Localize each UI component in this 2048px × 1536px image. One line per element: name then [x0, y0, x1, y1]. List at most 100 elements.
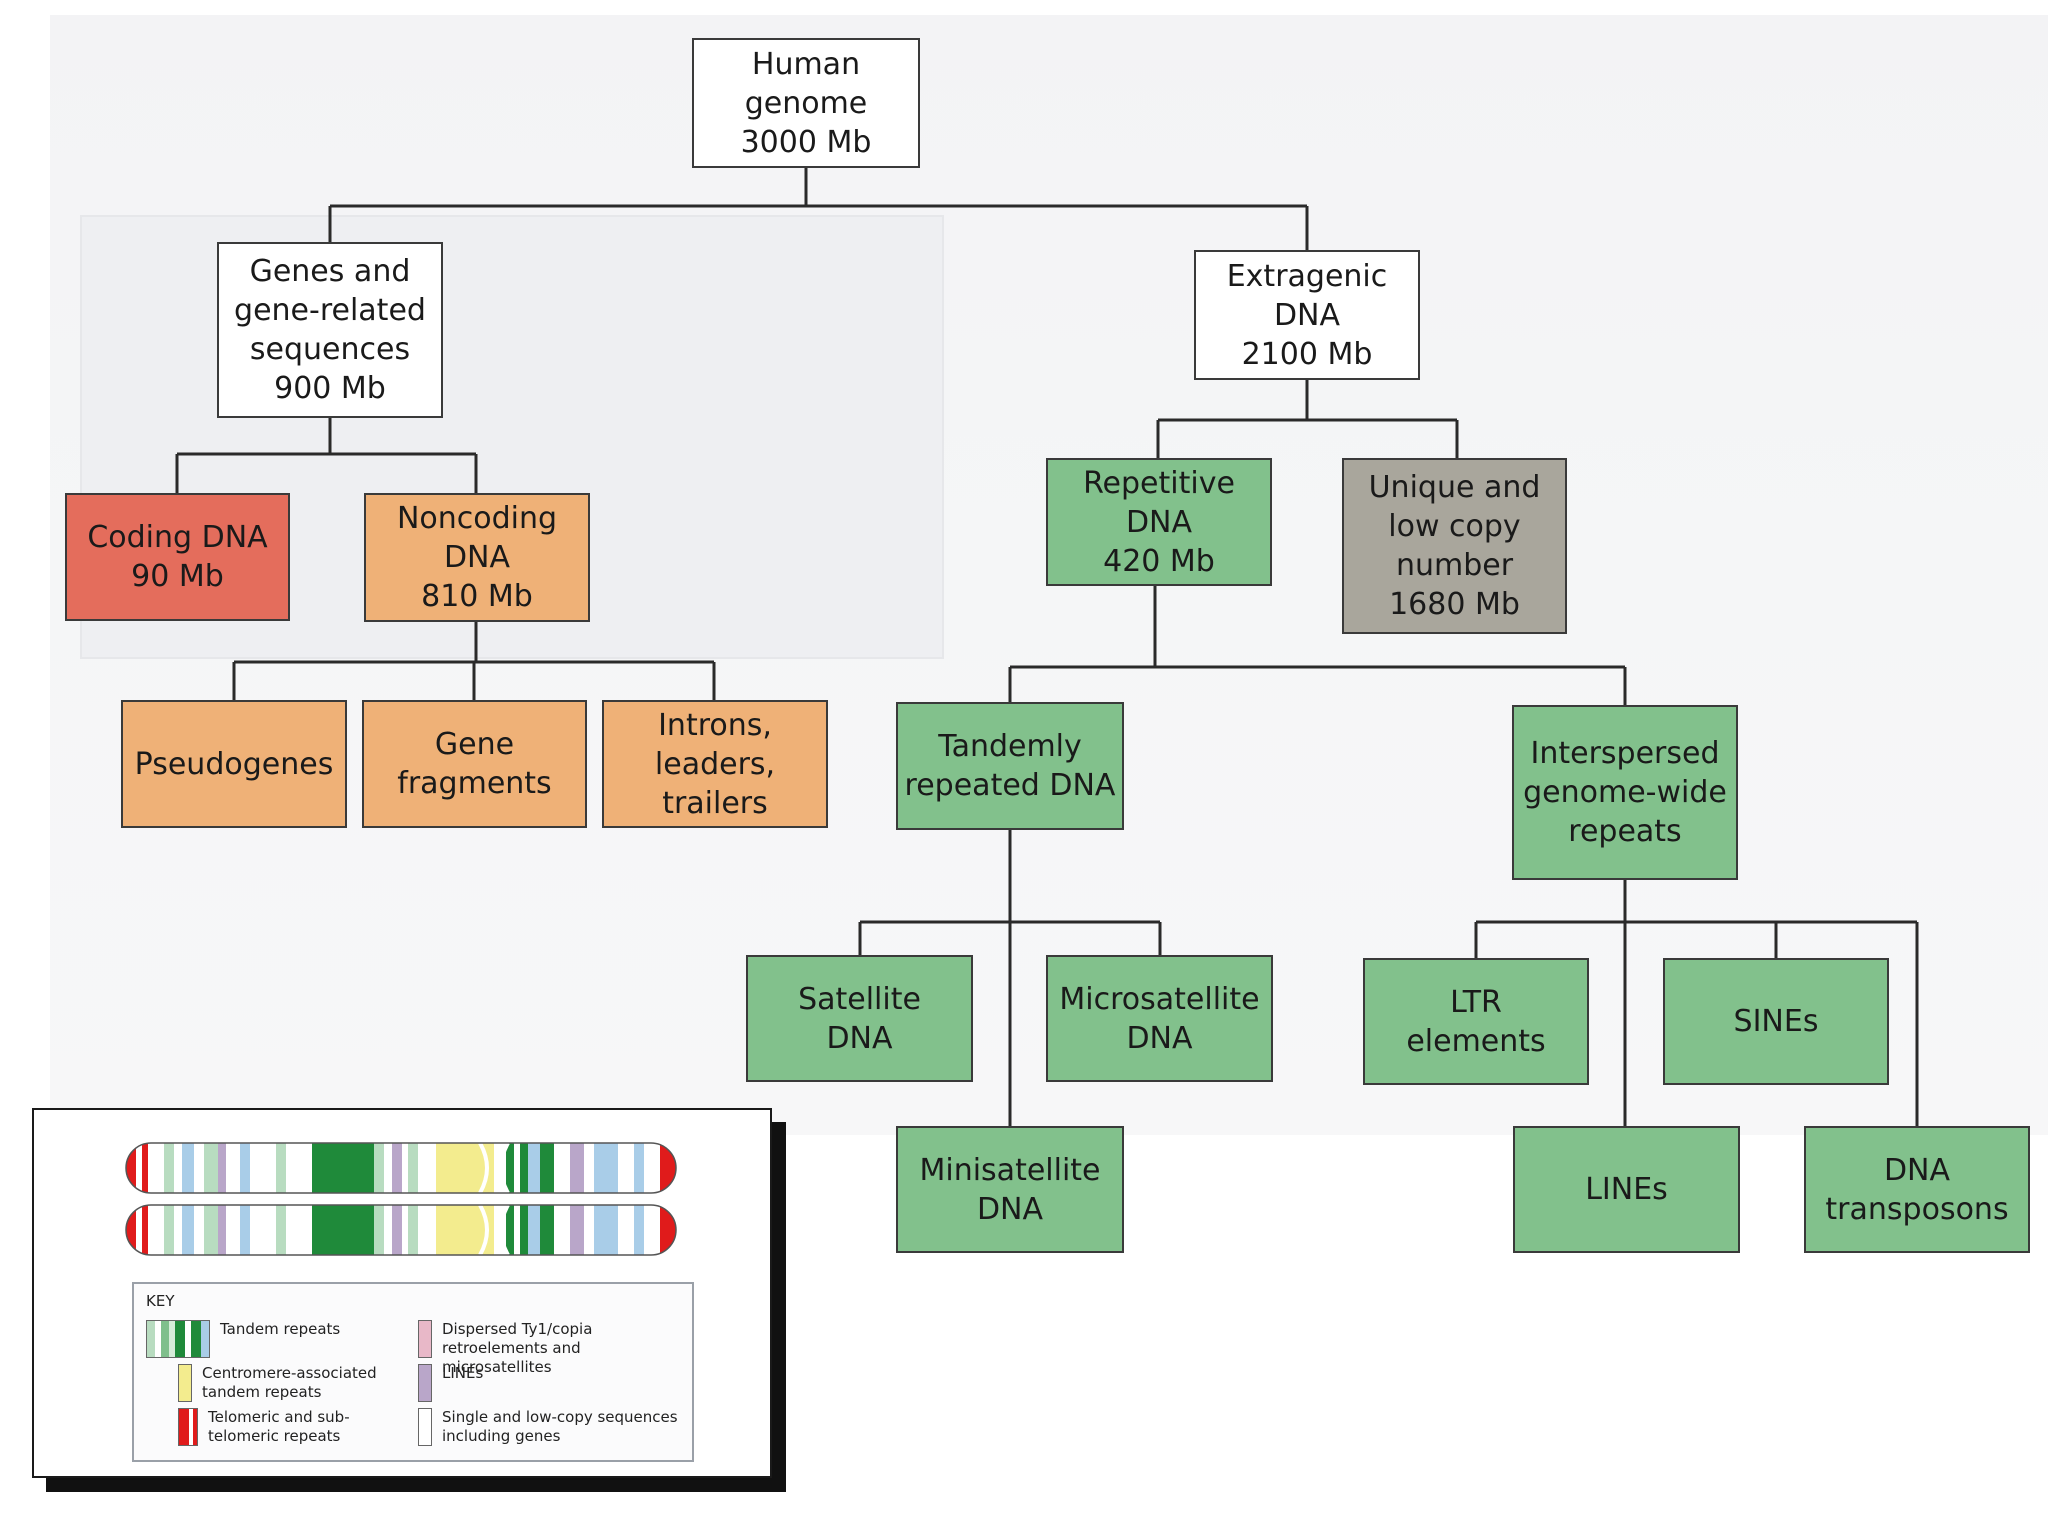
chromosome-band: [240, 1205, 250, 1255]
node-interspersed-repeats: Interspersed genome-wide repeats: [1512, 705, 1738, 880]
chromosome-band: [644, 1143, 660, 1193]
node-label: Unique and low copy number 1680 Mb: [1368, 470, 1541, 622]
chromosome-band: [594, 1143, 618, 1193]
connector-noncoding: [232, 622, 716, 700]
connector-tandem: [858, 830, 1162, 1126]
chromosome-band: [408, 1205, 418, 1255]
connector-repetitive: [1008, 586, 1627, 705]
node-label: Repetitive DNA 420 Mb: [1083, 465, 1235, 579]
chromosome-band: [506, 1205, 514, 1255]
chromosome-band: [142, 1143, 148, 1193]
chromosome-band: [408, 1143, 418, 1193]
chromosome-band: [528, 1143, 540, 1193]
node-label: LINEs: [1585, 1172, 1668, 1207]
chromosome-band: [174, 1205, 182, 1255]
chromosome-band: [174, 1143, 182, 1193]
node-dna-transposons: DNA transposons: [1804, 1126, 2030, 1253]
node-noncoding-dna: Noncoding DNA 810 Mb: [364, 493, 590, 622]
swatch-single-copy: [418, 1408, 432, 1446]
legend-label: Tandem repeats: [220, 1320, 341, 1338]
chromosome-band: [182, 1205, 194, 1255]
chromosome-band: [418, 1143, 436, 1193]
chromosome-band: [218, 1143, 226, 1193]
legend-item-telomeric-repeats: Telomeric and sub- telomeric repeats: [178, 1408, 350, 1446]
connector-interspersed: [1474, 880, 1919, 1126]
chromosome-band: [182, 1143, 194, 1193]
chromosome-band: [584, 1205, 594, 1255]
chromosome-band: [312, 1143, 374, 1193]
chromosome-band: [660, 1205, 666, 1255]
legend-key-title: KEY: [146, 1292, 175, 1310]
legend-label: Single and low-copy sequences including …: [442, 1408, 678, 1445]
chromosome-band: [384, 1143, 392, 1193]
chromosome-band: [514, 1143, 520, 1193]
chromosome-band: [136, 1143, 142, 1193]
chromosome-band: [528, 1205, 540, 1255]
chromatid-upper: [126, 1143, 676, 1193]
node-label: Minisatellite DNA: [919, 1152, 1101, 1227]
chromosome-band: [142, 1205, 148, 1255]
chromosome-band: [250, 1205, 276, 1255]
node-label: Gene fragments: [397, 727, 552, 801]
chromosome-band: [276, 1205, 286, 1255]
chromosome-band: [540, 1143, 554, 1193]
chromosome-band: [634, 1143, 644, 1193]
chromosome-band: [618, 1143, 634, 1193]
chromosome-band: [286, 1143, 312, 1193]
node-microsatellite-dna: Microsatellite DNA: [1046, 955, 1273, 1082]
chromosome-band: [148, 1205, 164, 1255]
chromosome-band: [634, 1205, 644, 1255]
chromosome-band: [148, 1143, 164, 1193]
chromosome-band: [374, 1205, 384, 1255]
chromosome-band: [618, 1205, 634, 1255]
node-label: DNA transposons: [1825, 1152, 2009, 1227]
chromosome-band: [384, 1205, 392, 1255]
chromosome-band: [164, 1205, 174, 1255]
node-label: Pseudogenes: [134, 746, 334, 782]
legend-label: Telomeric and sub- telomeric repeats: [208, 1408, 350, 1445]
chromosome-band: [418, 1205, 436, 1255]
chromosome-band: [506, 1143, 514, 1193]
chromosome-band: [570, 1205, 584, 1255]
node-introns-leaders-trailers: Introns, leaders, trailers: [602, 700, 828, 828]
node-coding-dna: Coding DNA 90 Mb: [65, 493, 290, 621]
chromosome-band: [666, 1205, 676, 1255]
chromosome-band: [204, 1143, 218, 1193]
chromosome-band: [660, 1143, 666, 1193]
chromosome-band: [312, 1205, 374, 1255]
chromosome-band: [164, 1143, 174, 1193]
chromosome-band: [666, 1143, 676, 1193]
chromosome-band: [594, 1205, 618, 1255]
node-genes-and-gene-related: Genes and gene-related sequences 900 Mb: [217, 242, 443, 418]
legend-item-tandem-repeats: Tandem repeats: [146, 1320, 340, 1358]
node-label: Human genome 3000 Mb: [740, 46, 872, 160]
legend-key-box: KEY Tandem repeats Centromere-associated…: [132, 1282, 694, 1462]
node-tandemly-repeated-dna: Tandemly repeated DNA: [896, 702, 1124, 830]
chromosome-band: [436, 1143, 450, 1193]
legend-label: Dispersed Ty1/copia retroelements and mi…: [442, 1320, 593, 1376]
legend-item-centromere-repeats: Centromere-associated tandem repeats: [178, 1364, 377, 1402]
chromosome-band: [218, 1205, 226, 1255]
chromosome-band: [194, 1143, 204, 1193]
chromosome-band: [226, 1143, 240, 1193]
connector-root: [328, 168, 1309, 250]
legend-label: LINEs: [442, 1364, 484, 1382]
chromosome-band: [584, 1143, 594, 1193]
swatch-tandem-repeats: [146, 1320, 210, 1358]
legend-label: Centromere-associated tandem repeats: [202, 1364, 377, 1401]
node-label: Tandemly repeated DNA: [904, 729, 1116, 803]
node-repetitive-dna: Repetitive DNA 420 Mb: [1046, 458, 1272, 586]
swatch-lines: [418, 1364, 432, 1402]
chromosome-band: [286, 1205, 312, 1255]
node-unique-low-copy: Unique and low copy number 1680 Mb: [1342, 458, 1567, 634]
swatch-centromere: [178, 1364, 192, 1402]
chromosome-band: [520, 1205, 528, 1255]
chromosome-band: [436, 1205, 450, 1255]
chromatid-lower: [126, 1205, 676, 1255]
node-pseudogenes: Pseudogenes: [121, 700, 347, 828]
chromosome-band: [554, 1205, 570, 1255]
node-label: SINEs: [1733, 1004, 1819, 1039]
chromosome-band: [402, 1143, 408, 1193]
chromosome-legend-panel: KEY Tandem repeats Centromere-associated…: [32, 1108, 772, 1478]
